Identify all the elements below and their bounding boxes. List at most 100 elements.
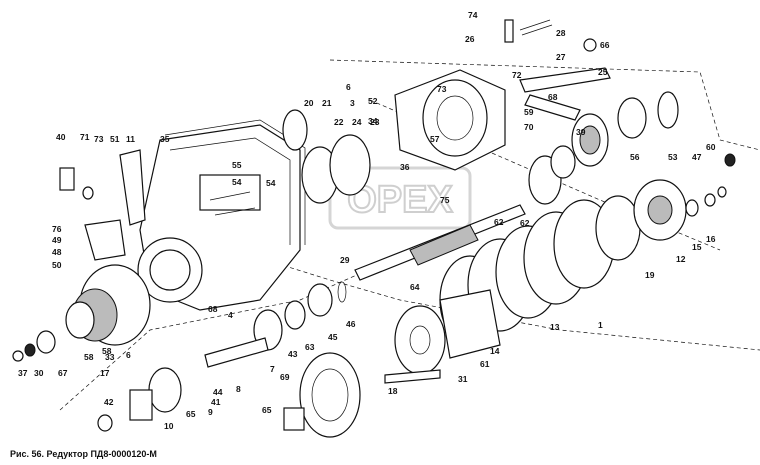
lever-11 (119, 149, 146, 226)
part-label: 75 (440, 195, 450, 205)
part-label: 21 (322, 98, 332, 108)
part-label: 17 (100, 368, 110, 378)
part-label: 62 (520, 218, 530, 228)
part-label: 22 (334, 117, 344, 127)
part-label: 68 (208, 304, 218, 314)
part-label: 63 (305, 342, 315, 352)
nut-65 (12, 350, 24, 362)
washer-12 (685, 199, 699, 217)
part-label: 11 (126, 134, 135, 144)
washer-30 (24, 343, 36, 357)
part-label: 58 (102, 346, 112, 356)
plate-17 (394, 305, 446, 375)
part-label: 69 (280, 372, 290, 382)
pin-74 (504, 19, 514, 43)
link-72 (524, 94, 581, 121)
nut-47 (724, 153, 736, 167)
part-label: 10 (164, 421, 174, 431)
part-label: 47 (692, 152, 702, 162)
part-label: 6 (126, 350, 131, 360)
bracket-48 (84, 219, 126, 261)
part-label: 67 (58, 368, 68, 378)
part-label: 46 (346, 319, 356, 329)
part-label: 62 (494, 217, 504, 227)
disc-21 (282, 109, 308, 151)
part-label: 26 (465, 34, 475, 44)
part-label: 64 (410, 282, 420, 292)
hub-bore (647, 195, 673, 225)
front-cover-flange (65, 264, 151, 346)
bushing-65 (283, 407, 305, 431)
part-label: 40 (56, 132, 66, 142)
part-label: 30 (34, 368, 44, 378)
spring-28 (519, 19, 553, 36)
part-label: 44 (213, 387, 223, 397)
plate-14 (439, 289, 501, 359)
part-label: 39 (576, 127, 586, 137)
part-label: 23 (370, 117, 380, 127)
gearbox-housing (137, 124, 301, 311)
part-label: 51 (110, 134, 120, 144)
part-label: 9 (208, 407, 213, 417)
shaft-31 (129, 389, 153, 421)
part-label: 19 (645, 270, 655, 280)
part-label: 33 (105, 352, 115, 362)
part-label: 58 (84, 352, 94, 362)
bolt-18 (384, 369, 441, 384)
part-label: 16 (706, 234, 716, 244)
part-label: 15 (692, 242, 702, 252)
plate-bore (409, 325, 431, 355)
bolt-40 (59, 167, 75, 191)
guide-line (369, 99, 721, 251)
part-label: 72 (512, 70, 522, 80)
part-label: 48 (52, 247, 62, 257)
link-25 (519, 67, 611, 93)
part-label: 3 (350, 98, 355, 108)
part-label: 57 (430, 134, 440, 144)
bearing-45 (307, 283, 333, 317)
part-label: 8 (236, 384, 241, 394)
part-label: 73 (94, 134, 104, 144)
part-label: 24 (352, 117, 362, 127)
washer-15 (704, 193, 716, 207)
guide-line (249, 254, 760, 351)
part-label: 54 (232, 177, 242, 187)
part-label: 52 (368, 96, 378, 106)
part-label: 18 (388, 386, 398, 396)
ring-64 (550, 145, 576, 179)
part-label: 35 (160, 134, 170, 144)
part-label: 4 (228, 310, 233, 320)
shaft-29 (354, 204, 526, 281)
part-label: 65 (186, 409, 196, 419)
part-label: 27 (556, 52, 566, 62)
part-label: 56 (630, 152, 640, 162)
part-label: 28 (556, 28, 566, 38)
part-label: 37 (18, 368, 28, 378)
figure-caption: Рис. 56. Редуктор ПД8-0000120-М (10, 449, 157, 459)
part-label: 34 (368, 116, 378, 126)
part-label: 25 (598, 67, 608, 77)
part-label: 76 (52, 224, 62, 234)
part-label: 43 (288, 349, 298, 359)
bearing-group-right (571, 91, 679, 167)
part-label: 59 (524, 107, 534, 117)
part-label: 61 (480, 359, 490, 369)
part-label: 36 (400, 162, 410, 172)
part-label: 45 (328, 332, 338, 342)
part-label: 49 (52, 235, 62, 245)
top-cover (394, 69, 506, 171)
bushing-42 (97, 414, 113, 432)
part-label: 12 (676, 254, 686, 264)
part-label: 41 (211, 397, 221, 407)
clutch-pack (439, 195, 641, 345)
part-label: 55 (232, 160, 242, 170)
bearing-67 (36, 330, 56, 354)
pinion-10 (148, 367, 182, 413)
part-label: 13 (550, 322, 560, 332)
nut-66 (583, 38, 597, 52)
part-label: 6 (346, 82, 351, 92)
part-label: 20 (304, 98, 314, 108)
snap-ring-46 (337, 281, 347, 303)
